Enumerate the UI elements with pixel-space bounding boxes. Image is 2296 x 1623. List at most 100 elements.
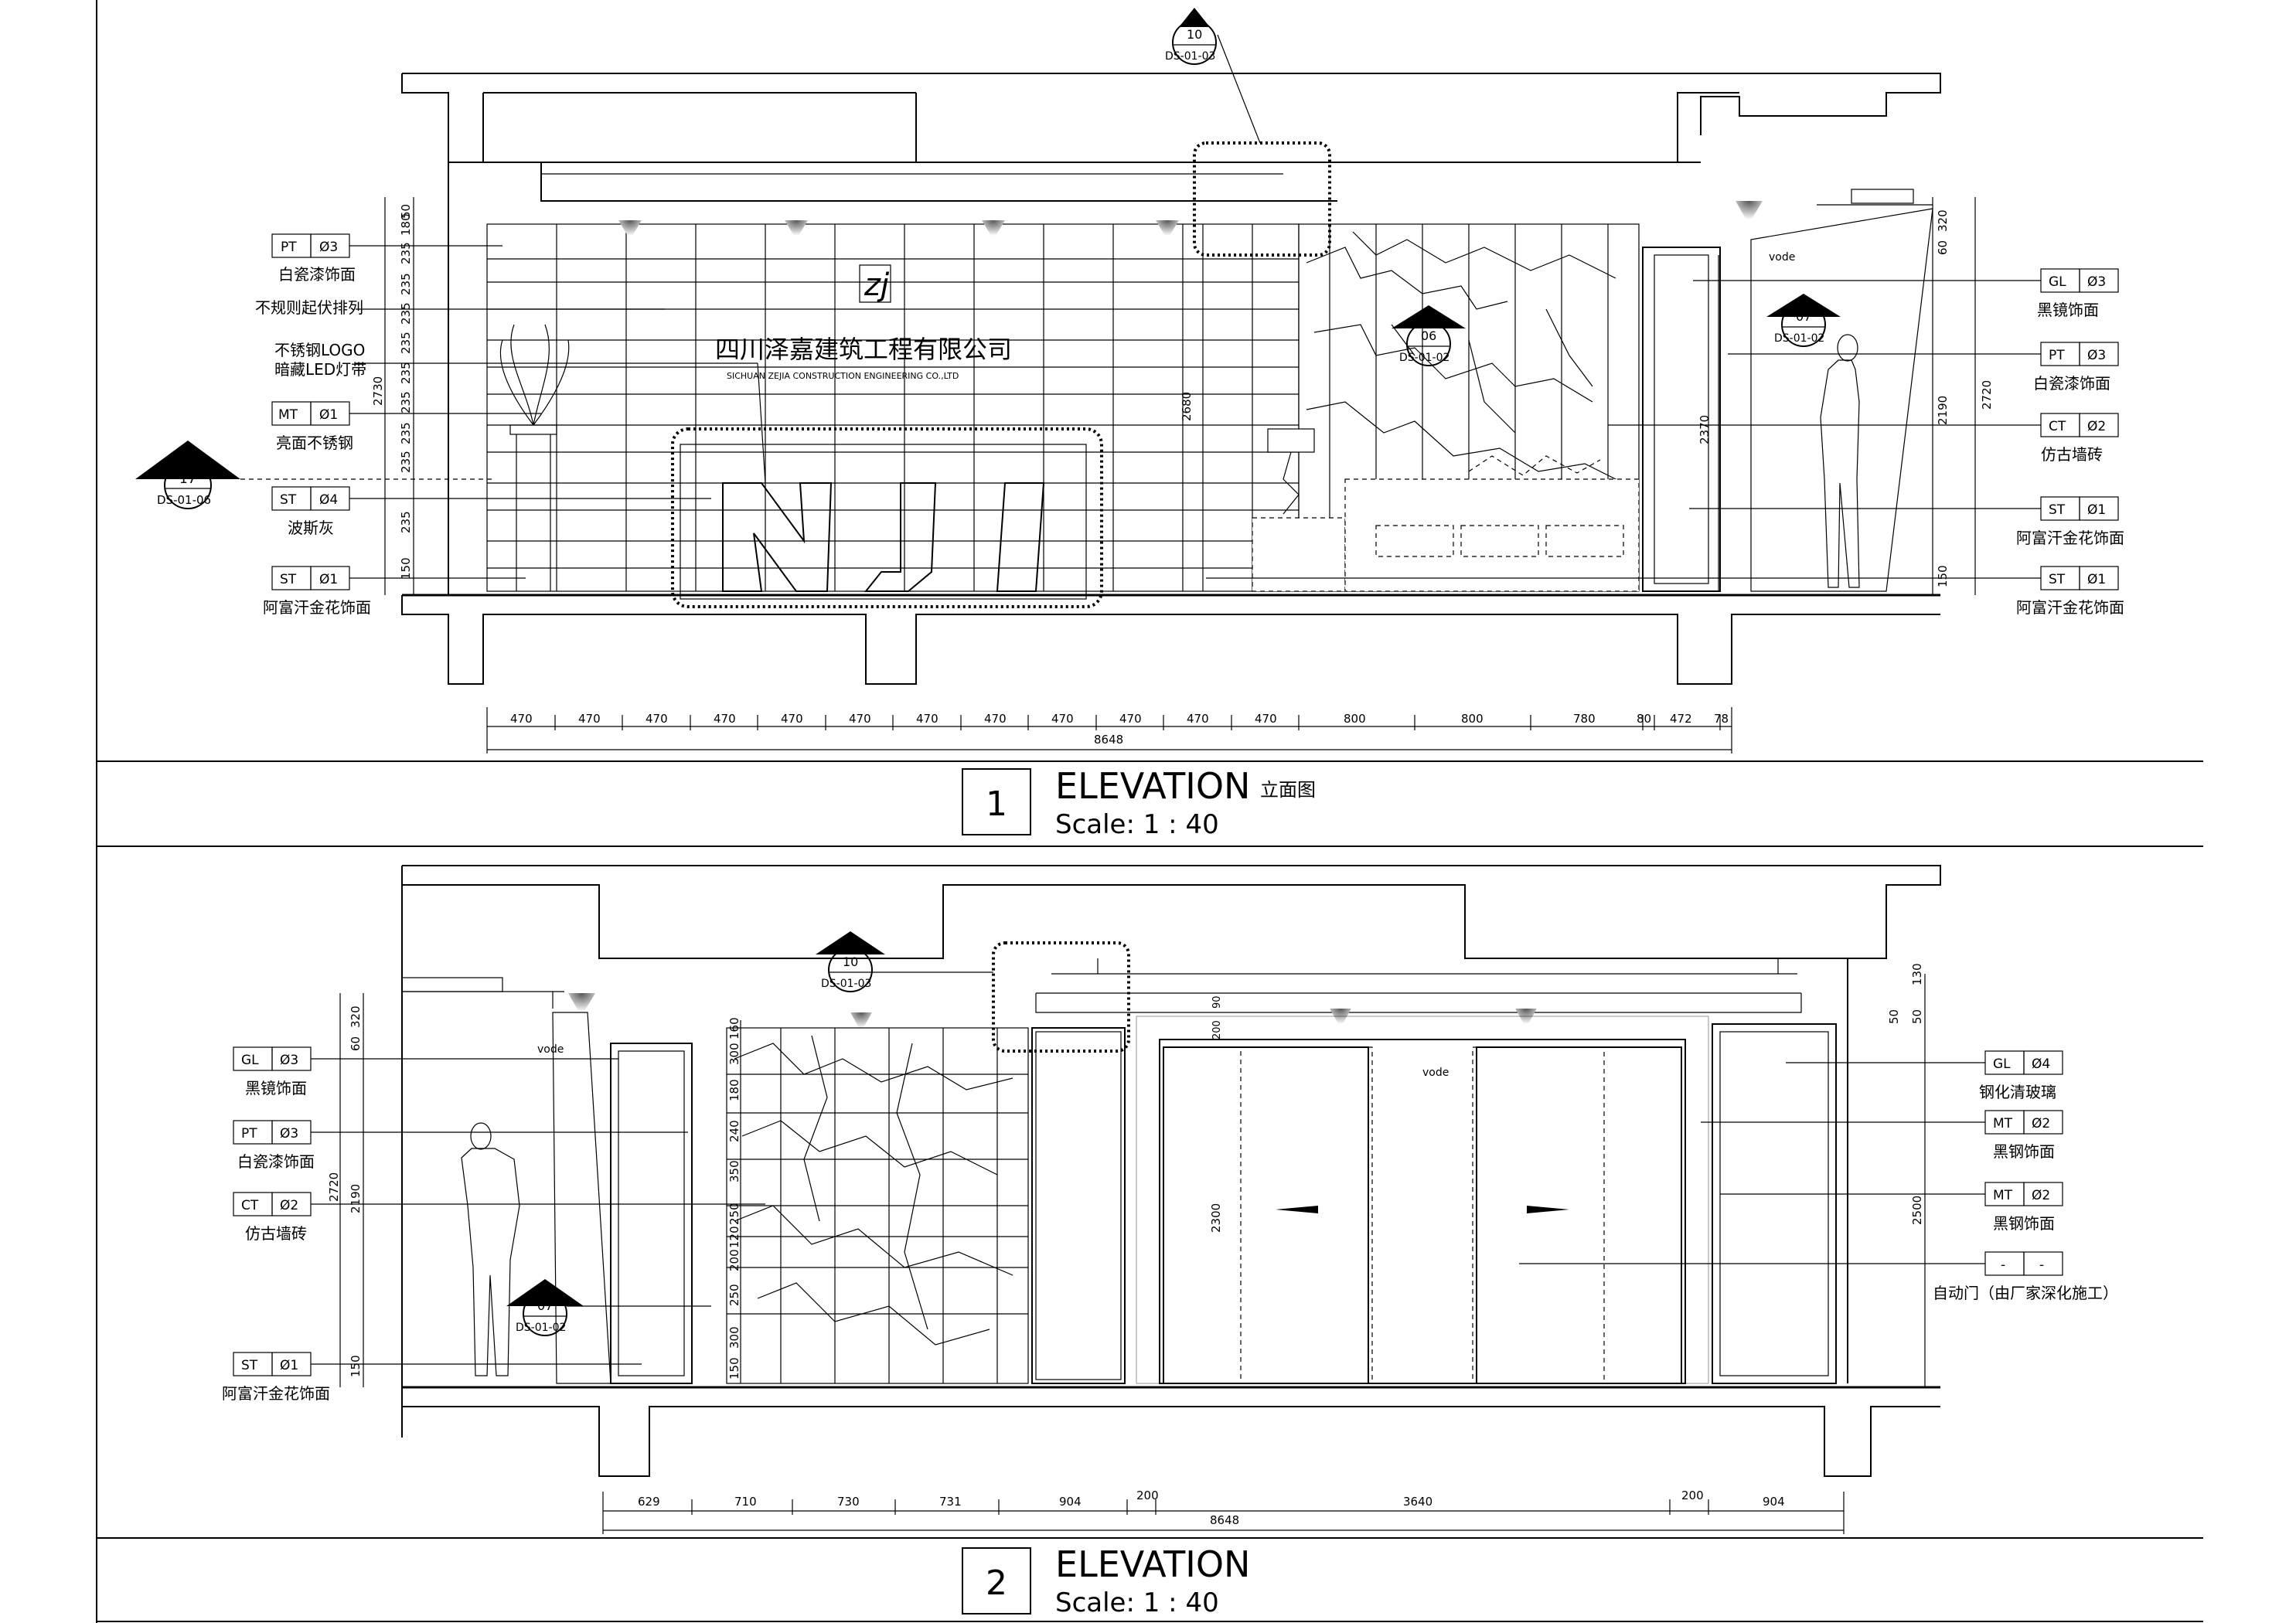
svg-text:8648: 8648 (1094, 733, 1123, 747)
material-tag: PT Ø3 白瓷漆饰面 (1728, 342, 2119, 393)
svg-text:250: 250 (727, 1203, 741, 1225)
svg-text:470: 470 (1255, 712, 1277, 726)
svg-text:180: 180 (399, 213, 413, 236)
svg-text:2190: 2190 (349, 1184, 363, 1213)
material-tag: MT Ø2 黑钢饰面 (1720, 1182, 2063, 1233)
svg-text:235: 235 (399, 422, 413, 444)
right-dim-chain-2: 130 50 50 2500 (1887, 963, 1926, 1387)
automatic-door-frame: 2300 200 90 vode (1136, 995, 1709, 1384)
svg-text:150: 150 (399, 557, 413, 580)
svg-text:150: 150 (349, 1355, 363, 1377)
svg-text:Ø1: Ø1 (280, 1358, 298, 1373)
svg-text:阿富汗金花饰面: 阿富汗金花饰面 (222, 1384, 330, 1403)
svg-text:Ø1: Ø1 (319, 572, 338, 587)
svg-text:300: 300 (727, 1326, 741, 1349)
svg-text:800: 800 (1344, 712, 1366, 726)
svg-text:GL: GL (1993, 1056, 2011, 1072)
ceiling-lights (618, 201, 1763, 240)
section-callout-06: 06 DS-01-02 (1392, 305, 1466, 366)
svg-text:470: 470 (984, 712, 1007, 726)
svg-text:180: 180 (727, 1079, 741, 1101)
svg-text:200: 200 (727, 1249, 741, 1271)
svg-text:130: 130 (1910, 963, 1924, 985)
title-block-2: 2 ELEVATION Scale: 1 : 40 (962, 1543, 1250, 1618)
plant-stand (499, 324, 570, 591)
svg-text:250: 250 (727, 1284, 741, 1306)
svg-text:DS-01-03: DS-01-03 (1165, 50, 1215, 63)
svg-text:2730: 2730 (371, 376, 385, 406)
svg-text:730: 730 (837, 1495, 860, 1509)
structure-outline (401, 73, 1941, 685)
svg-text:470: 470 (510, 712, 533, 726)
svg-text:300: 300 (727, 1043, 741, 1065)
svg-text:MT: MT (278, 407, 298, 423)
svg-text:白瓷漆饰面: 白瓷漆饰面 (2033, 374, 2110, 393)
svg-text:-: - (2039, 1257, 2044, 1273)
svg-text:150: 150 (727, 1357, 741, 1380)
svg-text:黑钢饰面: 黑钢饰面 (1993, 1214, 2055, 1233)
dim-2370: 2370 (1698, 415, 1712, 444)
material-tag: ST Ø1 阿富汗金花饰面 (263, 566, 526, 617)
elevation-1: zj 四川泽嘉建筑工程有限公司 SICHUAN ZEJIA CONSTRUCTI… (135, 8, 2124, 840)
svg-text:GL: GL (241, 1053, 259, 1068)
svg-text:黑镜饰面: 黑镜饰面 (245, 1079, 307, 1097)
floor-lamp (1267, 428, 1315, 515)
section-callout-07: 07 DS-01-02 (1766, 294, 1841, 347)
black-mirror-wall-2: vode (537, 1012, 693, 1384)
svg-text:Ø2: Ø2 (2032, 1116, 2050, 1131)
svg-text:904: 904 (1763, 1495, 1785, 1509)
svg-text:Scale: 1 : 40: Scale: 1 : 40 (1055, 809, 1219, 840)
svg-text:80: 80 (1637, 712, 1651, 726)
svg-text:150: 150 (1936, 565, 1950, 587)
svg-text:904: 904 (1059, 1495, 1082, 1509)
svg-text:CT: CT (2049, 419, 2066, 434)
vode-label-2: vode (537, 1043, 564, 1056)
svg-text:06: 06 (1421, 328, 1436, 343)
svg-text:Scale: 1 : 40: Scale: 1 : 40 (1055, 1587, 1219, 1618)
svg-text:629: 629 (638, 1495, 660, 1509)
section-callout-10b: 10 DS-01-03 (816, 931, 993, 992)
svg-text:MT: MT (1993, 1188, 2013, 1203)
material-tag: CT Ø2 仿古墙砖 (1608, 413, 2119, 464)
svg-text:DS-01-06: DS-01-06 (157, 493, 211, 507)
svg-text:波斯灰: 波斯灰 (288, 519, 334, 537)
svg-text:黑钢饰面: 黑钢饰面 (1993, 1142, 2055, 1161)
svg-text:ELEVATION: ELEVATION (1055, 765, 1250, 807)
dim-200: 200 (1211, 1020, 1223, 1039)
svg-text:60: 60 (1936, 240, 1950, 255)
svg-text:235: 235 (399, 302, 413, 325)
svg-text:ST: ST (241, 1358, 258, 1373)
svg-text:731: 731 (939, 1495, 962, 1509)
material-tag: MT Ø1 亮面不锈钢 (271, 401, 541, 452)
company-name-en: SICHUAN ZEJIA CONSTRUCTION ENGINEERING C… (727, 371, 959, 381)
reception-desk (671, 427, 1103, 608)
detail-box-10 (1193, 141, 1331, 257)
svg-text:470: 470 (916, 712, 938, 726)
svg-text:Ø3: Ø3 (280, 1126, 298, 1142)
svg-text:235: 235 (399, 242, 413, 264)
svg-text:Ø3: Ø3 (280, 1053, 298, 1068)
svg-text:Ø1: Ø1 (2087, 572, 2106, 587)
svg-text:Ø2: Ø2 (2032, 1188, 2050, 1203)
material-tag: MT Ø2 黑钢饰面 (1701, 1110, 2063, 1161)
svg-text:亮面不锈钢: 亮面不锈钢 (276, 434, 353, 452)
svg-text:Ø4: Ø4 (2032, 1056, 2050, 1072)
svg-text:白瓷漆饰面: 白瓷漆饰面 (237, 1152, 315, 1171)
svg-text:472: 472 (1670, 712, 1692, 726)
black-mirror-panel (1642, 208, 1933, 592)
material-tag: GL Ø3 黑镜饰面 (233, 1046, 618, 1097)
svg-text:GL: GL (2049, 274, 2066, 290)
svg-text:235: 235 (399, 362, 413, 384)
glass-panel-left (1031, 1027, 1126, 1384)
svg-text:470: 470 (849, 712, 871, 726)
svg-text:Ø3: Ø3 (2087, 274, 2106, 290)
material-tag: ST Ø4 波斯灰 (271, 486, 711, 537)
bottom-dim-chain-2: 629 710 730 731 904 200 3640 200 904 864… (602, 1489, 1845, 1534)
svg-text:Ø1: Ø1 (2087, 502, 2106, 518)
vode-label: vode (1769, 251, 1795, 264)
panel-dim-chain: 160 300 180 240 350 250 120 200 250 300 … (727, 1017, 741, 1383)
svg-text:200: 200 (1136, 1489, 1159, 1502)
material-tag: PT Ø3 白瓷漆饰面 (233, 1120, 688, 1171)
svg-text:Ø1: Ø1 (319, 407, 338, 423)
